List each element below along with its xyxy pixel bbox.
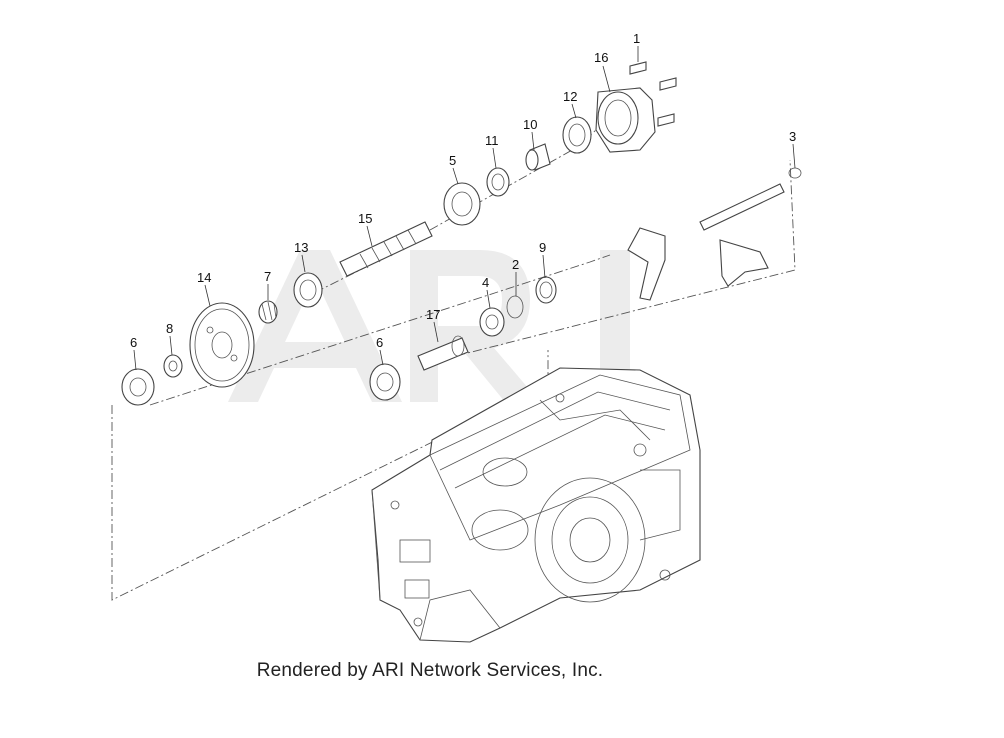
part-9-ring (535, 276, 557, 304)
part-14-gear (189, 302, 255, 388)
callout-labels: 1 16 12 10 11 5 3 15 13 9 2 7 14 4 17 8 … (130, 31, 796, 350)
part-6-bearing-left (121, 368, 155, 406)
part-3-shift-rod (627, 167, 802, 301)
callout-13: 13 (294, 240, 308, 255)
leader-lines (133, 46, 796, 371)
part-6-bearing-right (369, 363, 401, 401)
callout-6-left: 6 (130, 335, 137, 350)
part-5-bearing (443, 182, 481, 226)
part-7-needle-bearing (258, 300, 278, 324)
callout-14: 14 (197, 270, 211, 285)
callout-6-right: 6 (376, 335, 383, 350)
callout-11: 11 (485, 133, 499, 148)
callout-5: 5 (449, 153, 456, 168)
part-13-bearing (293, 272, 323, 308)
callout-7: 7 (264, 269, 271, 284)
callout-4: 4 (482, 275, 489, 290)
part-2-snap-ring (506, 295, 524, 319)
part-11-seal (486, 167, 510, 197)
part-17-pinion-shaft (417, 335, 469, 371)
credit-text: Rendered by ARI Network Services, Inc. (256, 660, 604, 681)
callout-15: 15 (358, 211, 372, 226)
callout-12: 12 (563, 89, 577, 104)
part-15-shaft (339, 221, 433, 277)
callout-17: 17 (426, 307, 440, 322)
callout-9: 9 (539, 240, 546, 255)
callout-2: 2 (512, 257, 519, 272)
callout-10: 10 (523, 117, 537, 132)
part-16-bearing-housing (595, 87, 656, 153)
part-4-bearing (479, 307, 505, 337)
part-8-washer (163, 354, 183, 378)
transmission-housing (371, 367, 701, 643)
part-10-sleeve (525, 143, 551, 171)
callout-8: 8 (166, 321, 173, 336)
callout-3: 3 (789, 129, 796, 144)
callout-1: 1 (633, 31, 640, 46)
callout-16: 16 (594, 50, 608, 65)
part-12-bearing (562, 116, 592, 154)
part-1-bolts (629, 61, 677, 127)
